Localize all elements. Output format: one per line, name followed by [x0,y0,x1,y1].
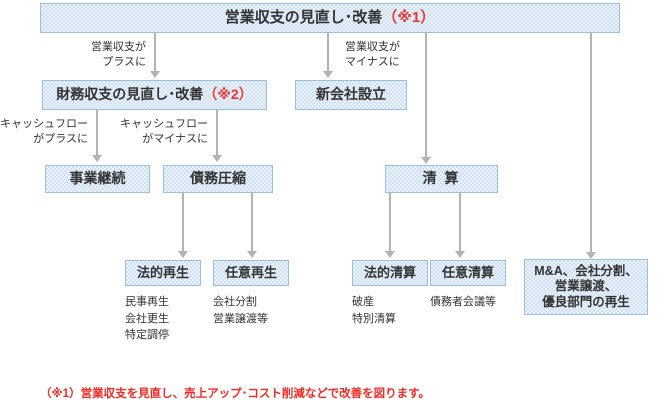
sublist-hoteki-saisei: 民事再生 会社更生 特定調停 [125,296,169,341]
edge-label-cashflow-minus: キャッシュフロー がマイナスに [120,118,208,145]
arrowhead-cashflow-minus [212,155,222,162]
box-eigyo-shushi-minaoshi: 営業収支の見直し･改善（※1） [40,3,620,33]
edge-label-eigyo-minus: 営業収支が マイナスに [345,41,400,68]
box-label: 新会社設立 [316,86,386,103]
box-hoteki-seisan: 法的清算 [352,260,428,286]
box-jigyo-keizoku: 事業継続 [45,165,150,193]
box-seisan: 清 算 [385,165,498,193]
sublist-nini-seisan: 債務者会議等 [430,296,496,308]
edge-label-eigyo-plus: 営業収支が プラスに [91,41,146,68]
arrowhead-to-seisan [421,157,431,164]
connector-seisan-to-nini-seisan [459,193,461,252]
arrowhead-eigyo-plus [150,71,160,78]
box-saimu-asshuku: 債務圧縮 [163,165,273,193]
box-label: 任意清算 [441,264,494,280]
connector-saimu-to-nini-saisei [251,193,253,252]
footnote-ref-2: （※2） [203,86,253,103]
box-label: 事業継続 [69,170,126,187]
arrowhead-eigyo-minus [323,71,333,78]
box-nini-seisan: 任意清算 [430,260,506,286]
arrowhead-to-ma [586,252,596,259]
box-label: 任意再生 [224,264,277,280]
connector-cashflow-plus [96,110,98,156]
box-nini-saisei: 任意再生 [213,260,289,286]
box-label: 法的清算 [363,264,416,280]
footnote-1: （※1）営業収支を見直し、売上アップ･コスト削減などで改善を図ります。 [40,387,430,400]
sublist-hoteki-seisan: 破産 特別清算 [352,296,396,325]
arrowhead-cashflow-plus [92,155,102,162]
box-ma-kaisha-bunkatsu: M&A、会社分割、 営業譲渡、 優良部門の再生 [524,259,648,315]
connector-cashflow-minus [216,110,218,156]
connector-eigyo-minus [327,33,329,72]
footnote-ref-1: （※1） [382,8,436,26]
connector-seisan-to-hoteki-seisan [389,193,391,252]
box-label: 債務圧縮 [190,170,246,187]
arrowhead-hoteki-saisei [178,251,188,258]
box-zaimu-shushi-minaoshi: 財務収支の見直し･改善（※2） [42,80,267,110]
connector-to-seisan [425,33,427,158]
arrowhead-nini-seisan [455,251,465,258]
sublist-nini-saisei: 会社分割 営業譲渡等 [213,296,268,325]
box-label: 営業収支の見直し･改善 [224,8,383,26]
edge-label-cashflow-plus: キャッシュフロー がプラスに [0,118,88,145]
connector-saimu-to-hoteki-saisei [182,193,184,252]
arrowhead-nini-saisei [247,251,257,258]
footnotes-block: （※1）営業収支を見直し、売上アップ･コスト削減などで改善を図ります。 （※2）… [40,368,476,402]
box-label: 法的再生 [136,264,189,280]
box-hoteki-saisei: 法的再生 [125,260,201,286]
box-shin-gaisha-setsuritsu: 新会社設立 [295,80,407,110]
connector-to-ma [590,33,592,253]
connector-eigyo-plus [154,33,156,72]
box-label: 清 算 [422,170,461,187]
box-label: 財務収支の見直し･改善 [56,86,204,103]
arrowhead-hoteki-seisan [385,251,395,258]
